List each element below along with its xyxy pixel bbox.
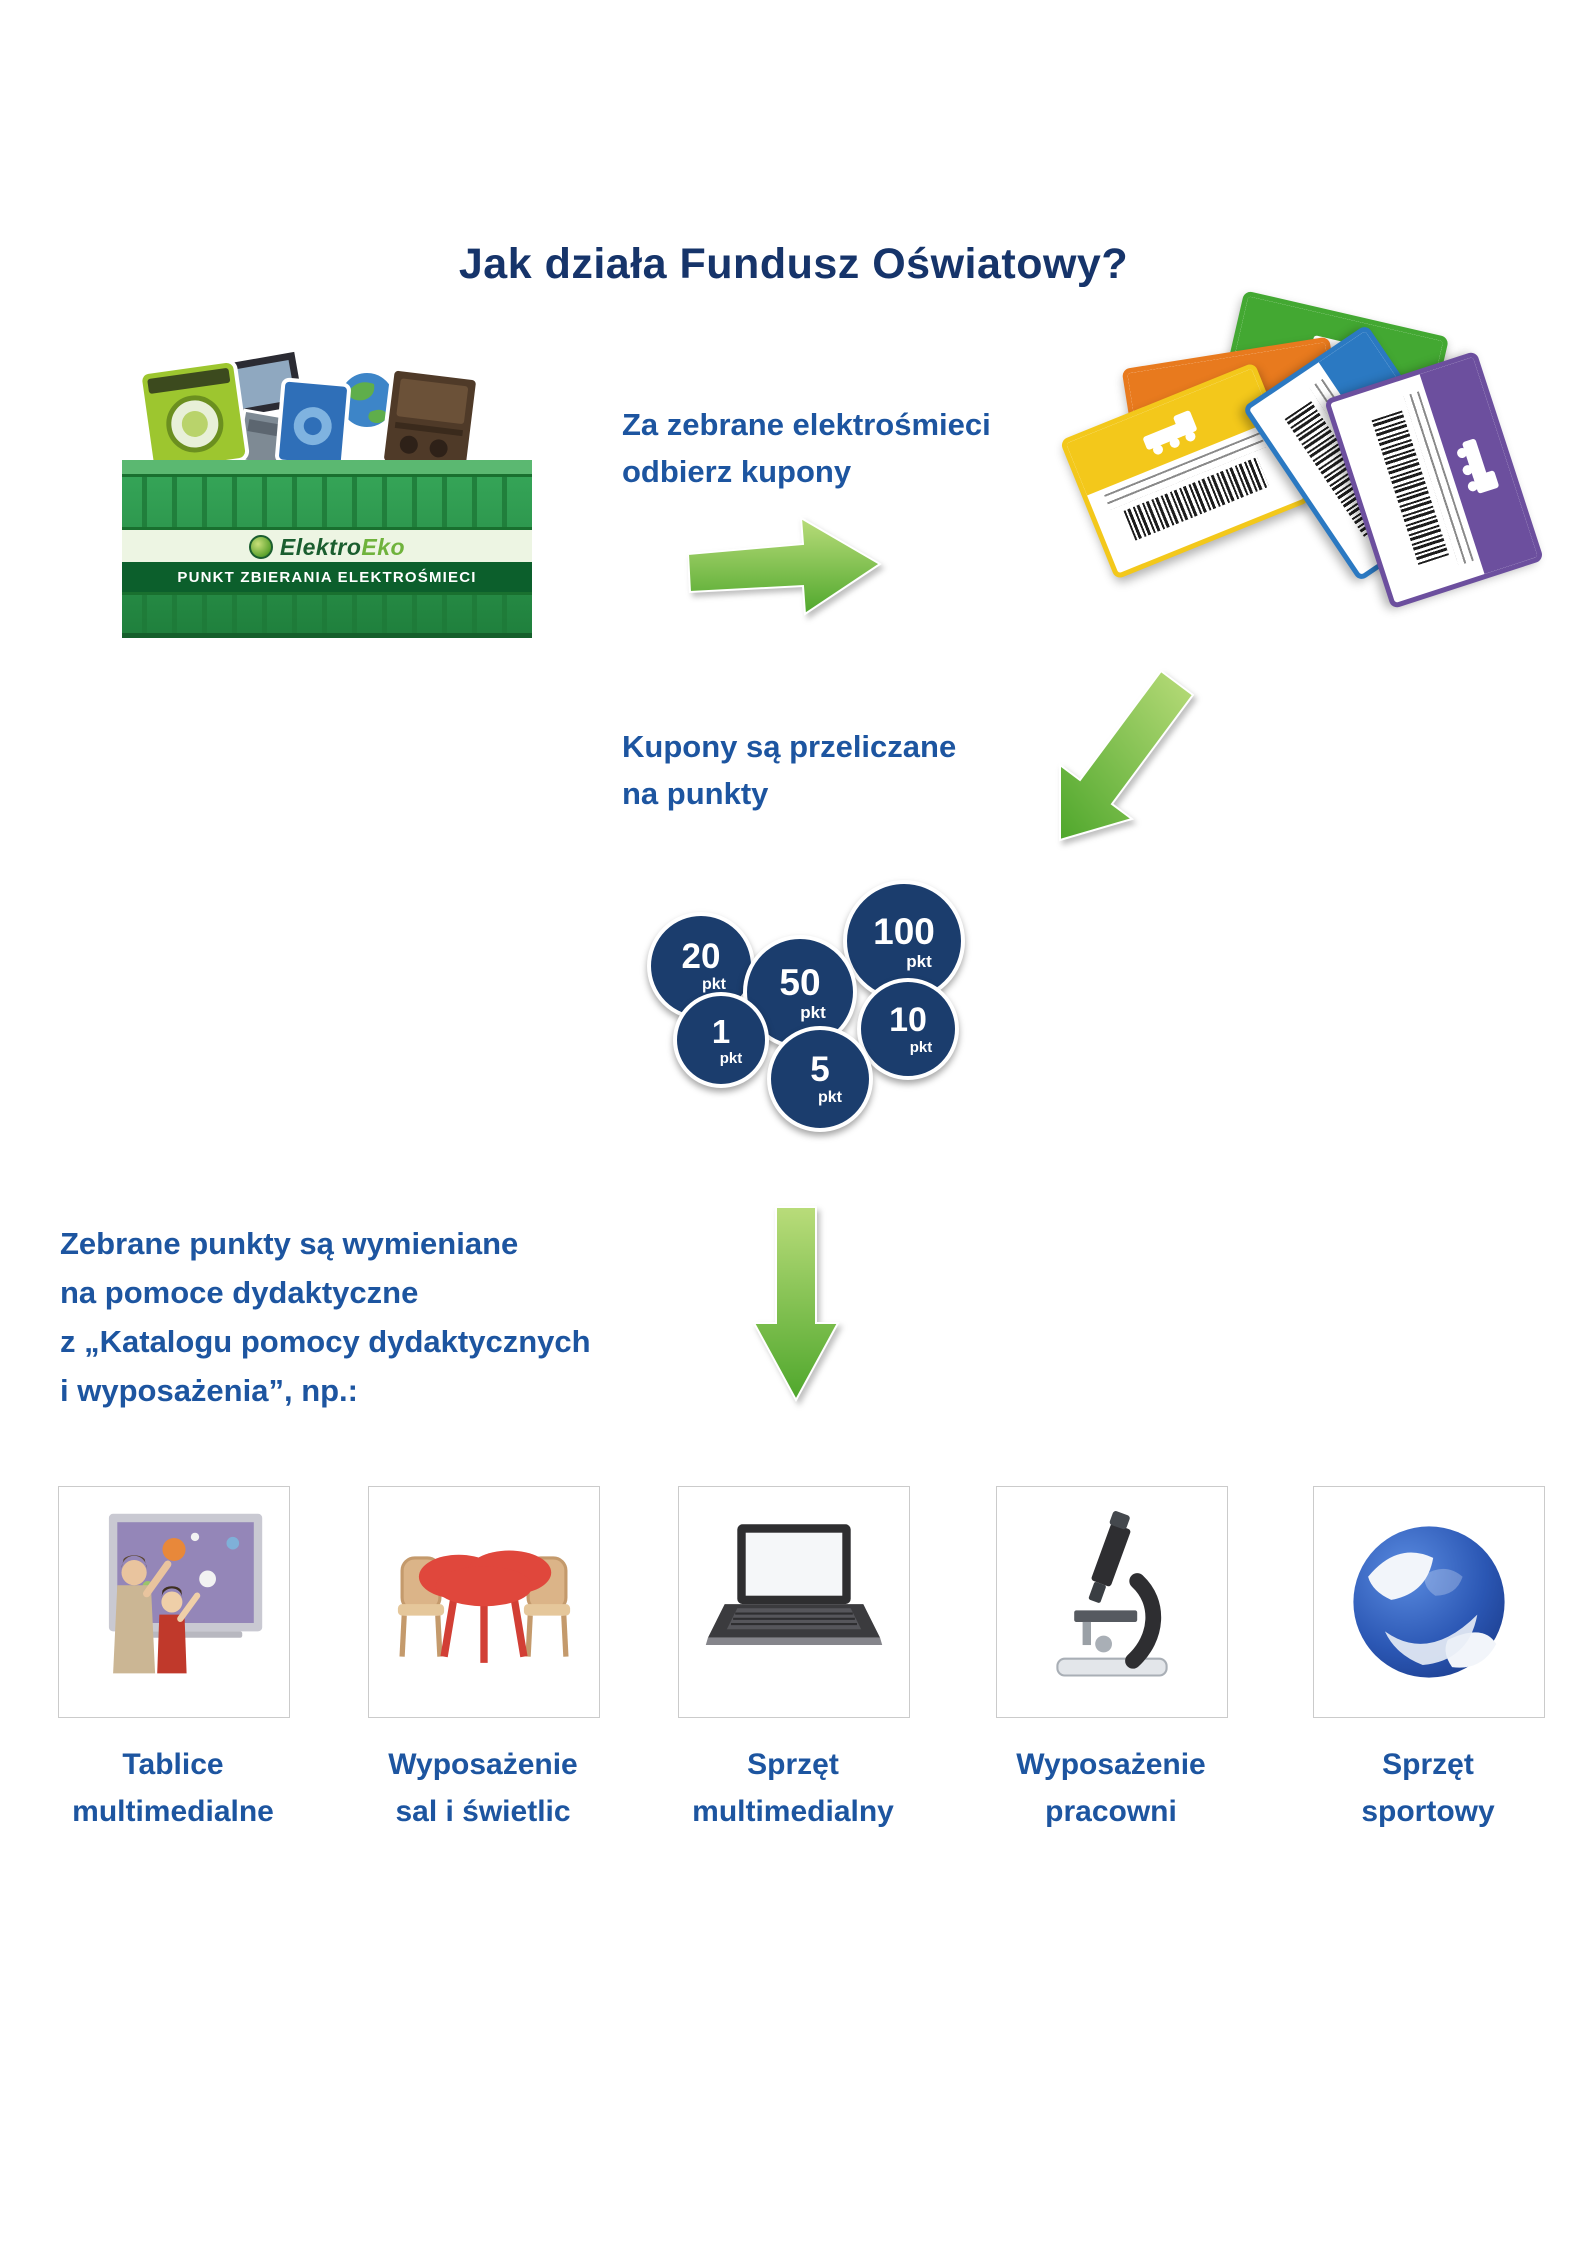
step1-text: Za zebrane elektrośmieci odbierz kupony bbox=[622, 402, 991, 495]
table-and-chairs-icon bbox=[397, 1550, 571, 1663]
coupon-purple bbox=[1323, 350, 1545, 610]
step3-line3: z „Katalogu pomocy dydaktycznych bbox=[60, 1323, 591, 1359]
product-image-microscope bbox=[996, 1486, 1228, 1718]
product-label-sprzet-sportowy: Sprzęt sportowy bbox=[1361, 1748, 1495, 1828]
step3-line4: i wyposażenia”, np.: bbox=[60, 1372, 358, 1408]
ewaste-collection-box-illustration: ElektroEko PUNKT ZBIERANIA ELEKTROŚMIECI bbox=[112, 347, 542, 648]
arrow-right-icon bbox=[688, 516, 882, 616]
collection-point-banner: PUNKT ZBIERANIA ELEKTROŚMIECI bbox=[177, 568, 477, 586]
step3-line1: Zebrane punkty są wymieniane bbox=[60, 1226, 519, 1261]
step2-line2: na punkty bbox=[622, 775, 769, 811]
arrow-down-left-icon bbox=[1059, 669, 1195, 842]
elektroeko-logo: ElektroEko bbox=[122, 529, 532, 565]
step2-line1: Kupony są przeliczane bbox=[622, 729, 957, 764]
step2-text: Kupony są przeliczane na punkty bbox=[622, 724, 956, 817]
step1-line1: Za zebrane elektrośmieci bbox=[622, 407, 991, 442]
product-label-wyposazenie-sal: Wyposażenie sal i świetlic bbox=[388, 1748, 578, 1828]
coupons-illustration bbox=[1059, 290, 1560, 665]
point-badge-1: 1 pkt bbox=[673, 992, 769, 1088]
microscope-icon bbox=[1056, 1511, 1168, 1677]
step3-line2: na pomoce dydaktyczne bbox=[60, 1274, 419, 1310]
product-image-laptop bbox=[678, 1486, 910, 1718]
point-badge-10: 10 pkt bbox=[857, 978, 959, 1080]
point-badge-5: 5 pkt bbox=[767, 1026, 873, 1132]
product-image-table-and-chairs bbox=[368, 1486, 600, 1718]
product-label-wyposazenie-pracowni: Wyposażenie pracowni bbox=[1016, 1748, 1206, 1828]
step1-line2: odbierz kupony bbox=[622, 453, 852, 489]
arrow-down-icon bbox=[752, 1206, 840, 1403]
points-cluster: 20 pkt 50 pkt 100 pkt 1 pkt 5 pkt 10 pkt bbox=[645, 880, 985, 1175]
product-image-soccer-ball bbox=[1313, 1486, 1545, 1718]
coupon-logo-icon bbox=[1419, 356, 1538, 574]
product-image-interactive-whiteboard bbox=[58, 1486, 290, 1718]
page-title: Jak działa Fundusz Oświatowy? bbox=[458, 240, 1129, 288]
soccer-ball-icon bbox=[1353, 1526, 1505, 1678]
elektroeko-logo-text: ElektroEko bbox=[279, 533, 406, 560]
coupon-logo-icon bbox=[1066, 368, 1273, 496]
product-label-sprzet-multimedialny: Sprzęt multimedialny bbox=[692, 1748, 894, 1828]
laptop-icon bbox=[705, 1524, 883, 1646]
coupon-yellow bbox=[1059, 362, 1311, 580]
ewaste-box-graphic bbox=[122, 347, 532, 638]
step3-text: Zebrane punkty są wymieniane na pomoce d… bbox=[60, 1220, 591, 1416]
product-label-tablice-multimedialne: Tablice multimedialne bbox=[72, 1748, 274, 1828]
interactive-whiteboard-icon bbox=[108, 1513, 263, 1674]
elektroeko-logo-icon bbox=[248, 535, 273, 559]
